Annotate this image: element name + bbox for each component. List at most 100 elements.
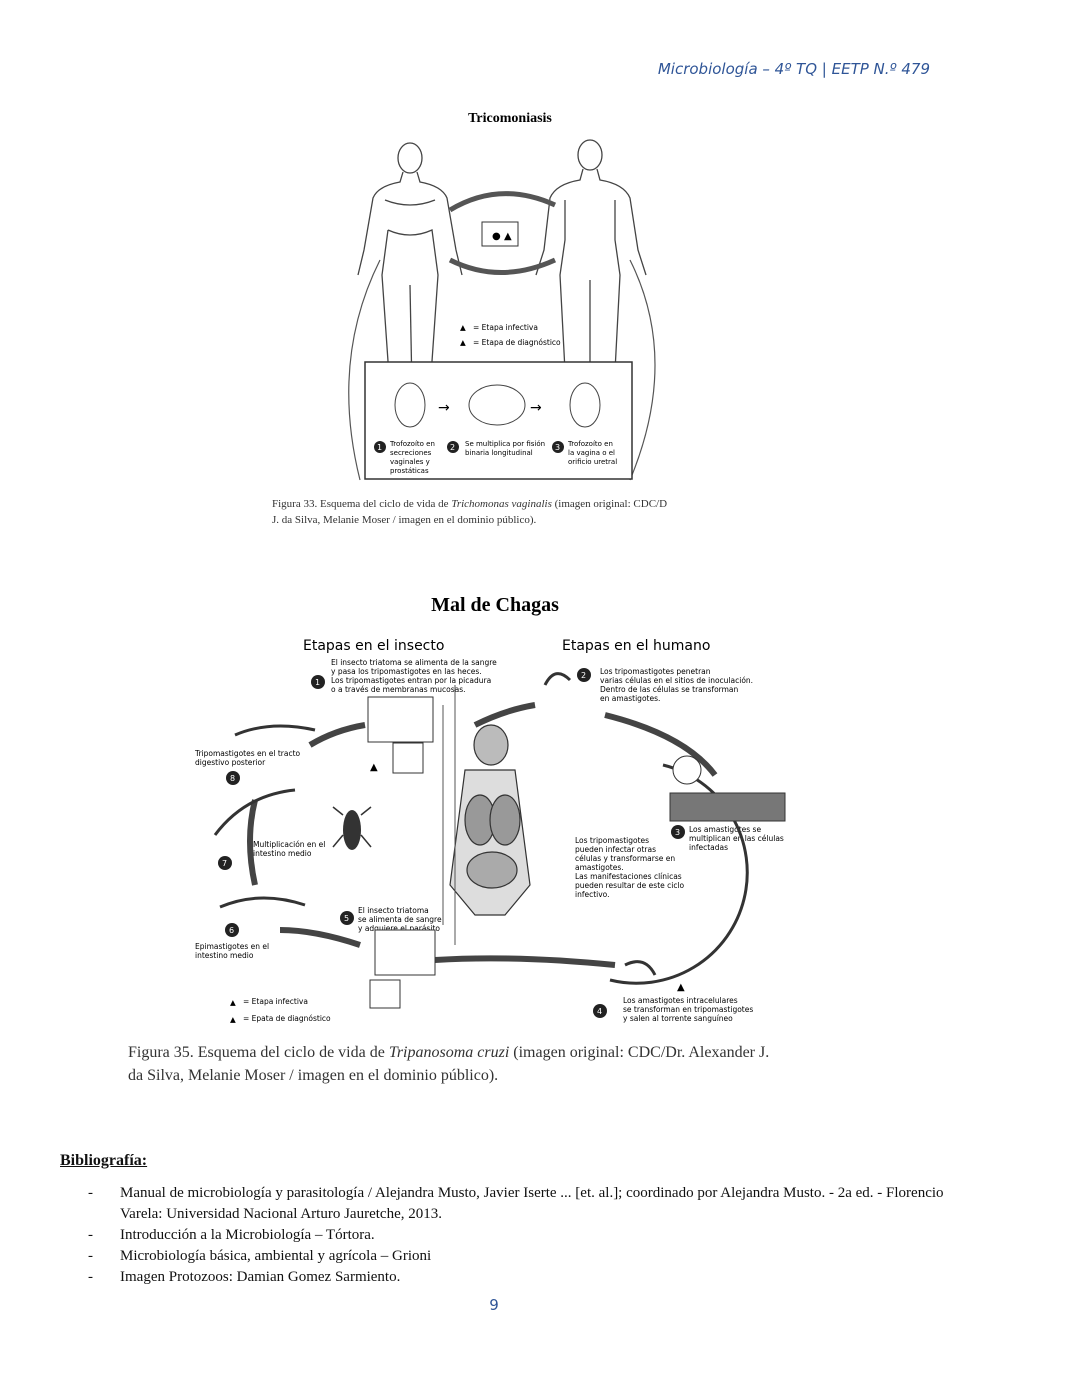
svg-text:= Epata de diagnóstico: = Epata de diagnóstico — [243, 1014, 331, 1023]
svg-text:Multiplicación en el: Multiplicación en el — [253, 840, 325, 849]
figure33-title: Tricomoniasis — [468, 111, 552, 126]
figure35-icons: ▲ ▲ — [370, 762, 685, 993]
svg-text:El insecto triatoma: El insecto triatoma — [358, 906, 429, 915]
svg-text:células y transformarse en: células y transformarse en — [575, 854, 675, 863]
svg-text:Trofozoíto en: Trofozoíto en — [567, 440, 613, 448]
svg-text:infectivo.: infectivo. — [575, 890, 610, 899]
svg-text:digestivo posterior: digestivo posterior — [195, 758, 266, 767]
human-stages-heading: Etapas en el humano — [562, 638, 710, 654]
svg-text:multiplican en las células: multiplican en las células — [689, 834, 784, 843]
svg-text:pueden resultar de este ciclo: pueden resultar de este ciclo — [575, 881, 685, 890]
chagas-life-cycle-diagram: Mal de Chagas Etapas en el insecto Etapa… — [194, 594, 786, 1024]
parasite-icons — [213, 672, 657, 976]
step6-text: 6 Epimastigotes en el intestino medio — [195, 923, 269, 960]
svg-text:secreciones: secreciones — [390, 449, 432, 457]
human-cycle-arrow — [609, 763, 749, 985]
svg-text:Se multiplica por fisión: Se multiplica por fisión — [465, 440, 545, 448]
svg-text:→: → — [530, 400, 542, 416]
page-number: 9 — [489, 1296, 499, 1314]
svg-text:Las manifestaciones clínicas: Las manifestaciones clínicas — [575, 872, 682, 881]
trichomonas-life-cycle-diagram: Tricomoniasis ●▲ ▲= Etapa infectiva ▲= E… — [348, 111, 656, 481]
svg-text:2: 2 — [581, 671, 586, 680]
svg-text:Los tripomastigotes penetran: Los tripomastigotes penetran — [600, 667, 711, 676]
lower-cycle-arrow — [448, 257, 557, 275]
svg-text:Dentro de las células se trans: Dentro de las células se transforman — [600, 685, 739, 694]
svg-text:binaria longitudinal: binaria longitudinal — [465, 449, 533, 457]
svg-text:6: 6 — [229, 926, 234, 935]
svg-text:→: → — [438, 400, 450, 416]
step1-text: 1 El insecto triatoma se alimenta de la … — [311, 658, 497, 694]
step7-text: 7 Multiplicación en el intestino medio — [218, 840, 325, 870]
insect-feed-box — [374, 929, 436, 976]
svg-text:= Etapa infectiva: = Etapa infectiva — [243, 997, 308, 1006]
svg-text:▲: ▲ — [677, 982, 685, 993]
male-figure-icon — [535, 139, 647, 391]
multiplication-box — [364, 361, 633, 480]
svg-text:▲: ▲ — [230, 998, 236, 1007]
stage-box — [481, 221, 519, 247]
svg-text:intestino medio: intestino medio — [195, 951, 254, 960]
figure35-title: Mal de Chagas — [431, 594, 559, 616]
human-body-icon — [449, 724, 531, 916]
svg-text:orificio uretral: orificio uretral — [568, 458, 617, 466]
figure33-steps: 1 Trofozoíto en secreciones vaginales y … — [374, 440, 617, 475]
figure33-caption: Figura 33. Esquema del ciclo de vida de … — [272, 498, 668, 526]
svg-text:se transforman en tripomastigo: se transforman en tripomastigotes — [623, 1005, 753, 1014]
svg-text:se alimenta de sangre: se alimenta de sangre — [358, 915, 442, 924]
center-cycle-text: Los tripomastigotes pueden infectar otra… — [575, 836, 685, 899]
step2-text: 2 Los tripomastigotes penetran varias cé… — [577, 667, 753, 703]
svg-text:Los amastigotes intracelulares: Los amastigotes intracelulares — [623, 996, 738, 1005]
svg-text:▲: ▲ — [230, 1015, 236, 1024]
svg-text:y salen al torrente sanguíneo: y salen al torrente sanguíneo — [623, 1014, 733, 1023]
svg-text:▲: ▲ — [460, 323, 466, 332]
svg-text:1: 1 — [315, 678, 320, 687]
svg-text:y pasa los tripomastigotes en: y pasa los tripomastigotes en las heces. — [331, 667, 482, 676]
svg-text:= Etapa de diagnóstico: = Etapa de diagnóstico — [473, 338, 561, 347]
bibliography-item: -Introducción a la Microbiología – Tórto… — [88, 1227, 375, 1243]
svg-text:8: 8 — [230, 774, 235, 783]
svg-text:o a través de membranas mucosa: o a través de membranas mucosas. — [331, 685, 466, 694]
bibliography-title: Bibliografía: — [60, 1152, 148, 1169]
return-arrow — [434, 955, 616, 968]
bibliography-item: -Manual de microbiología y parasitología… — [88, 1185, 944, 1222]
svg-text:Tripomastigotes en el tracto: Tripomastigotes en el tracto — [194, 749, 301, 758]
svg-text:Trofozoíto en: Trofozoíto en — [389, 440, 435, 448]
svg-text:Los amastigotes se: Los amastigotes se — [689, 825, 761, 834]
svg-text:en amastigotes.: en amastigotes. — [600, 694, 660, 703]
figure35-legend: ▲ = Etapa infectiva ▲ = Epata de diagnósti… — [230, 997, 331, 1024]
figure35-caption: Figura 35. Esquema del ciclo de vida de … — [128, 1044, 770, 1084]
svg-text:vaginales y: vaginales y — [390, 458, 430, 466]
upper-cycle-arrow — [448, 191, 557, 213]
svg-text:▲: ▲ — [504, 231, 512, 242]
svg-text:2: 2 — [450, 443, 455, 452]
step4-text: 4 Los amastigotes intracelulares se tran… — [593, 996, 753, 1023]
svg-text:y adquiere el parásito: y adquiere el parásito — [358, 924, 440, 933]
insect-bite-box — [367, 696, 434, 743]
svg-text:7: 7 — [222, 859, 227, 868]
svg-text:prostáticas: prostáticas — [390, 467, 429, 475]
svg-text:1: 1 — [377, 443, 382, 452]
svg-text:pueden infectar otras: pueden infectar otras — [575, 845, 656, 854]
svg-text:▲: ▲ — [370, 762, 378, 773]
triatoma-bug-icon — [332, 806, 372, 850]
bibliography-item: -Microbiología básica, ambiental y agríc… — [88, 1248, 432, 1264]
svg-text:= Etapa infectiva: = Etapa infectiva — [473, 323, 538, 332]
insect-stages-heading: Etapas en el insecto — [303, 638, 444, 654]
svg-text:4: 4 — [597, 1007, 602, 1016]
svg-text:El insecto triatoma se aliment: El insecto triatoma se alimenta de la sa… — [331, 658, 497, 667]
svg-text:Los tripomastigotes entran por: Los tripomastigotes entran por la picadu… — [331, 676, 491, 685]
bibliography-item: -Imagen Protozoos: Damian Gomez Sarmient… — [88, 1269, 401, 1285]
svg-text:infectadas: infectadas — [689, 843, 728, 852]
svg-text:Epimastigotes en el: Epimastigotes en el — [195, 942, 269, 951]
svg-text:●: ● — [492, 231, 501, 242]
svg-text:Los tripomastigotes: Los tripomastigotes — [575, 836, 649, 845]
page-header: Microbiología – 4º TQ | EETP N.º 479 — [657, 60, 930, 78]
svg-text:la vagina o el: la vagina o el — [568, 449, 615, 457]
svg-text:varias células en el sitios de: varias células en el sitios de inoculaci… — [600, 676, 753, 685]
svg-text:3: 3 — [555, 443, 560, 452]
infected-cells-image — [669, 792, 786, 822]
trophozoite-icons — [394, 382, 601, 428]
svg-text:5: 5 — [344, 914, 349, 923]
svg-text:3: 3 — [675, 828, 680, 837]
step3-text: 3 Los amastigotes se multiplican en las … — [671, 825, 784, 852]
